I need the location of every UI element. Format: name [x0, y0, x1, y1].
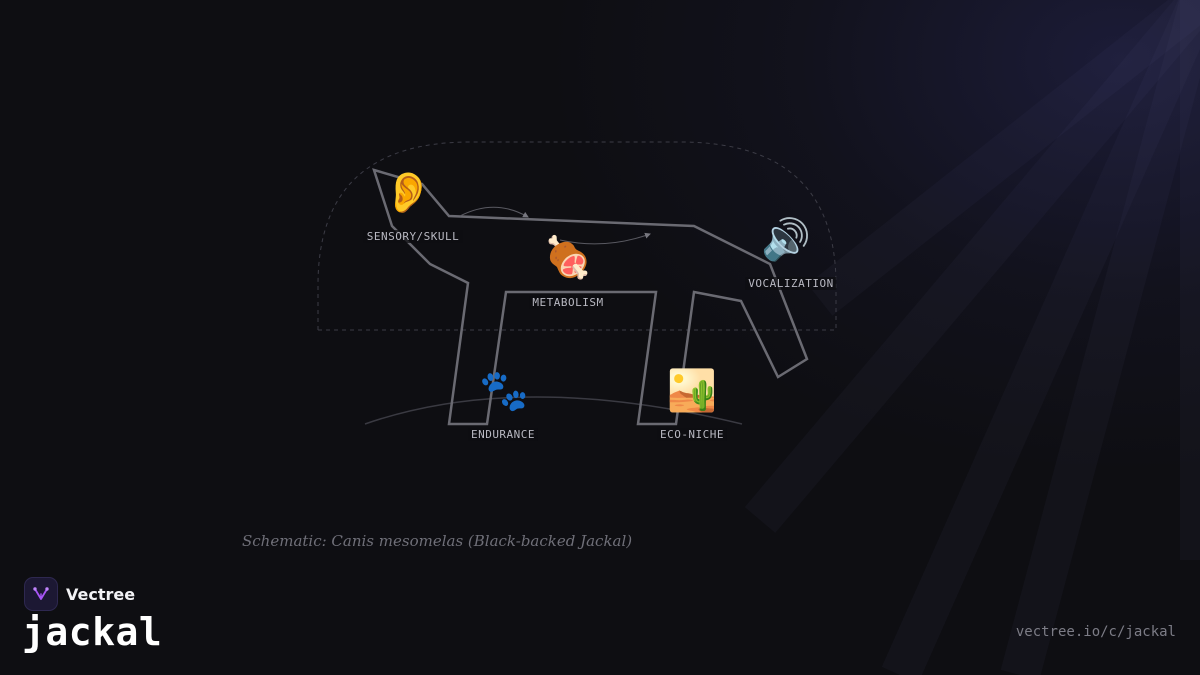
brand-name: Vectree	[66, 584, 136, 604]
node-label-metabolism: METABOLISM	[529, 296, 607, 309]
ground-curve	[364, 396, 743, 425]
vectree-logo-icon	[24, 577, 58, 611]
node-label-econiche: ECO-NICHE	[656, 428, 728, 441]
page-url[interactable]: vectree.io/c/jackal	[1015, 624, 1176, 640]
brand[interactable]: Vectree	[24, 577, 135, 611]
node-label-vocalization: VOCALIZATION	[745, 277, 837, 290]
speaker-loud-icon: 🔊	[761, 217, 811, 263]
ear-icon: 👂	[383, 170, 433, 216]
node-label-sensory: SENSORY/SKULL	[363, 230, 463, 243]
desert-cactus-icon: 🏜️	[667, 368, 717, 414]
flow-arrow-1	[459, 206, 529, 218]
jackal-outline	[372, 168, 809, 426]
node-label-endurance: ENDURANCE	[467, 428, 539, 441]
page-title: jackal	[22, 610, 163, 654]
diagram-caption: Schematic: Canis mesomelas (Black-backed…	[242, 532, 633, 550]
paw-prints-icon: 🐾	[479, 368, 529, 414]
flow-arrow-2	[559, 232, 651, 245]
meat-on-bone-icon: 🍖	[543, 235, 593, 281]
